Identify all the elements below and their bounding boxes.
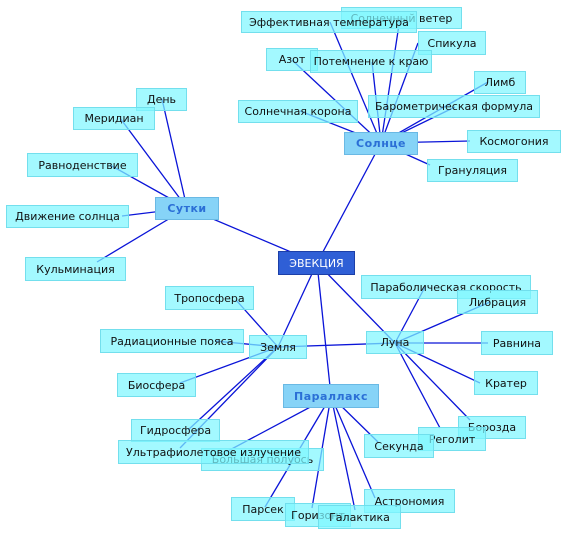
node-effective-temperature[interactable]: Эффективная температура — [241, 11, 417, 33]
node-cosmogony[interactable]: Космогония — [467, 130, 561, 153]
node-libration[interactable]: Либрация — [457, 290, 538, 314]
edge-2 — [316, 262, 332, 397]
node-spicule[interactable]: Спикула — [418, 31, 486, 55]
edge-0 — [316, 142, 382, 264]
node-granulation[interactable]: Грануляция — [427, 159, 518, 182]
category-node-sun[interactable]: Солнце — [344, 132, 418, 155]
node-galaxy[interactable]: Галактика — [318, 505, 401, 529]
node-meridian[interactable]: Меридиан — [73, 107, 155, 130]
node-crater[interactable]: Кратер — [474, 371, 538, 395]
node-limb[interactable]: Лимб — [474, 71, 526, 94]
edge-16 — [119, 117, 188, 209]
edge-6 — [380, 17, 401, 144]
edge-35 — [330, 395, 356, 511]
node-parsec[interactable]: Парсек — [231, 497, 295, 521]
node-earth[interactable]: Земля — [249, 335, 307, 359]
node-hydrosphere[interactable]: Гидросфера — [131, 419, 220, 442]
edge-30 — [394, 342, 441, 429]
node-barometric-formula[interactable]: Барометрическая формула — [368, 95, 540, 118]
edge-5 — [329, 21, 382, 144]
node-equinox[interactable]: Равноденствие — [27, 153, 138, 177]
node-limb-darkening[interactable]: Потемнение к краю — [310, 50, 432, 73]
node-plain[interactable]: Равнина — [481, 331, 553, 355]
edge-3 — [277, 262, 318, 348]
node-second[interactable]: Секунда — [364, 434, 434, 458]
root-node-evection[interactable]: ЭВЕКЦИЯ — [278, 251, 355, 275]
edge-36 — [330, 395, 376, 499]
node-culmination[interactable]: Кульминация — [25, 257, 126, 281]
edge-15 — [161, 98, 188, 209]
edge-29 — [394, 342, 471, 421]
category-node-days[interactable]: Сутки — [155, 197, 219, 220]
node-ultraviolet[interactable]: Ультрафиолетовое излучение — [118, 440, 309, 464]
node-biosphere[interactable]: Биосфера — [117, 373, 196, 397]
edge-4 — [316, 262, 396, 344]
node-moon[interactable]: Луна — [366, 331, 424, 354]
category-node-parallax[interactable]: Параллакс — [283, 384, 379, 408]
node-day[interactable]: День — [136, 88, 187, 111]
node-radiation-belts[interactable]: Радиационные пояса — [100, 329, 244, 353]
node-sun-motion[interactable]: Движение солнца — [6, 205, 129, 228]
edge-23 — [187, 346, 279, 431]
node-troposphere[interactable]: Тропосфера — [165, 286, 254, 310]
node-solar-corona[interactable]: Солнечная корона — [238, 100, 358, 123]
